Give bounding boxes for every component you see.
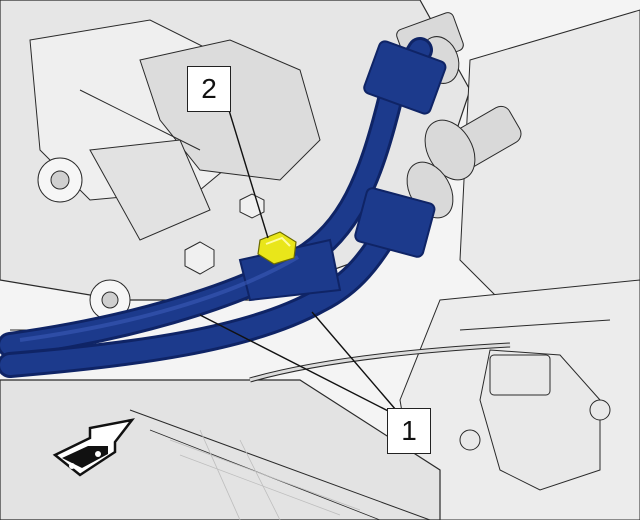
vehicle-front-direction-icon xyxy=(52,418,136,477)
leader-line-1b xyxy=(199,314,397,416)
highlighted-pipe-assembly xyxy=(0,37,447,378)
callout-label-1: 1 xyxy=(387,408,431,454)
highlighted-fastener xyxy=(257,231,297,265)
leader-lines xyxy=(199,106,397,416)
callout-label-2: 2 xyxy=(187,66,231,112)
leader-line-2 xyxy=(227,106,269,239)
leader-line-1a xyxy=(311,311,397,411)
